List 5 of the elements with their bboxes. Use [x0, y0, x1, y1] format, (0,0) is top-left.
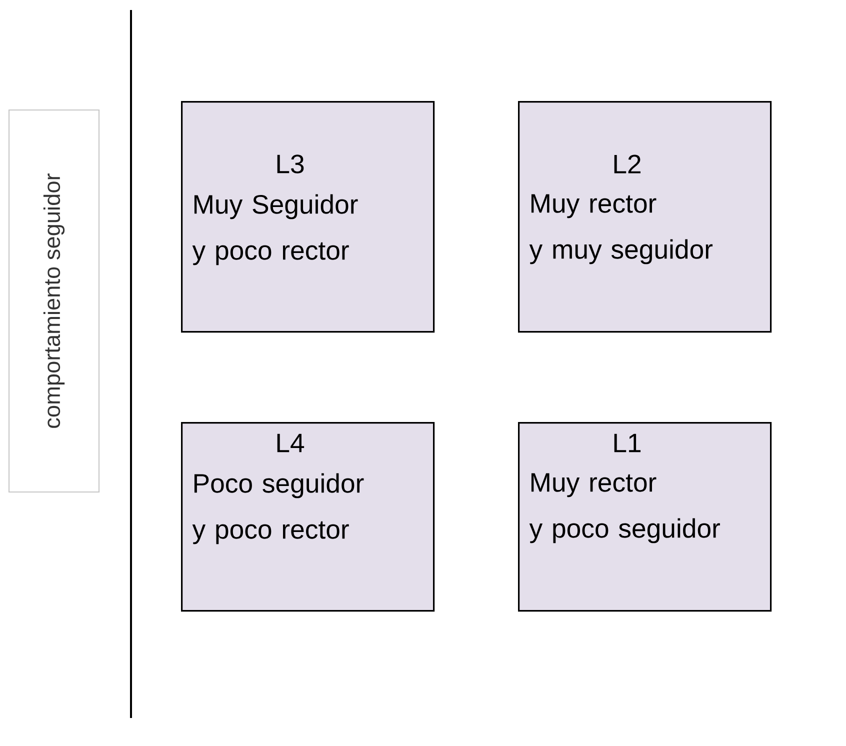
text-box: L3 Muy Seguidor y poco rector: [181, 101, 435, 333]
text-box: L2 Muy rector y muy seguidor: [518, 101, 772, 333]
text-box: L4 Poco seguidor y poco rector: [181, 422, 435, 612]
rotated-label-box: comportamiento seguidor: [8, 109, 100, 493]
text-box: L1 Muy rector y poco seguidor: [518, 422, 772, 612]
